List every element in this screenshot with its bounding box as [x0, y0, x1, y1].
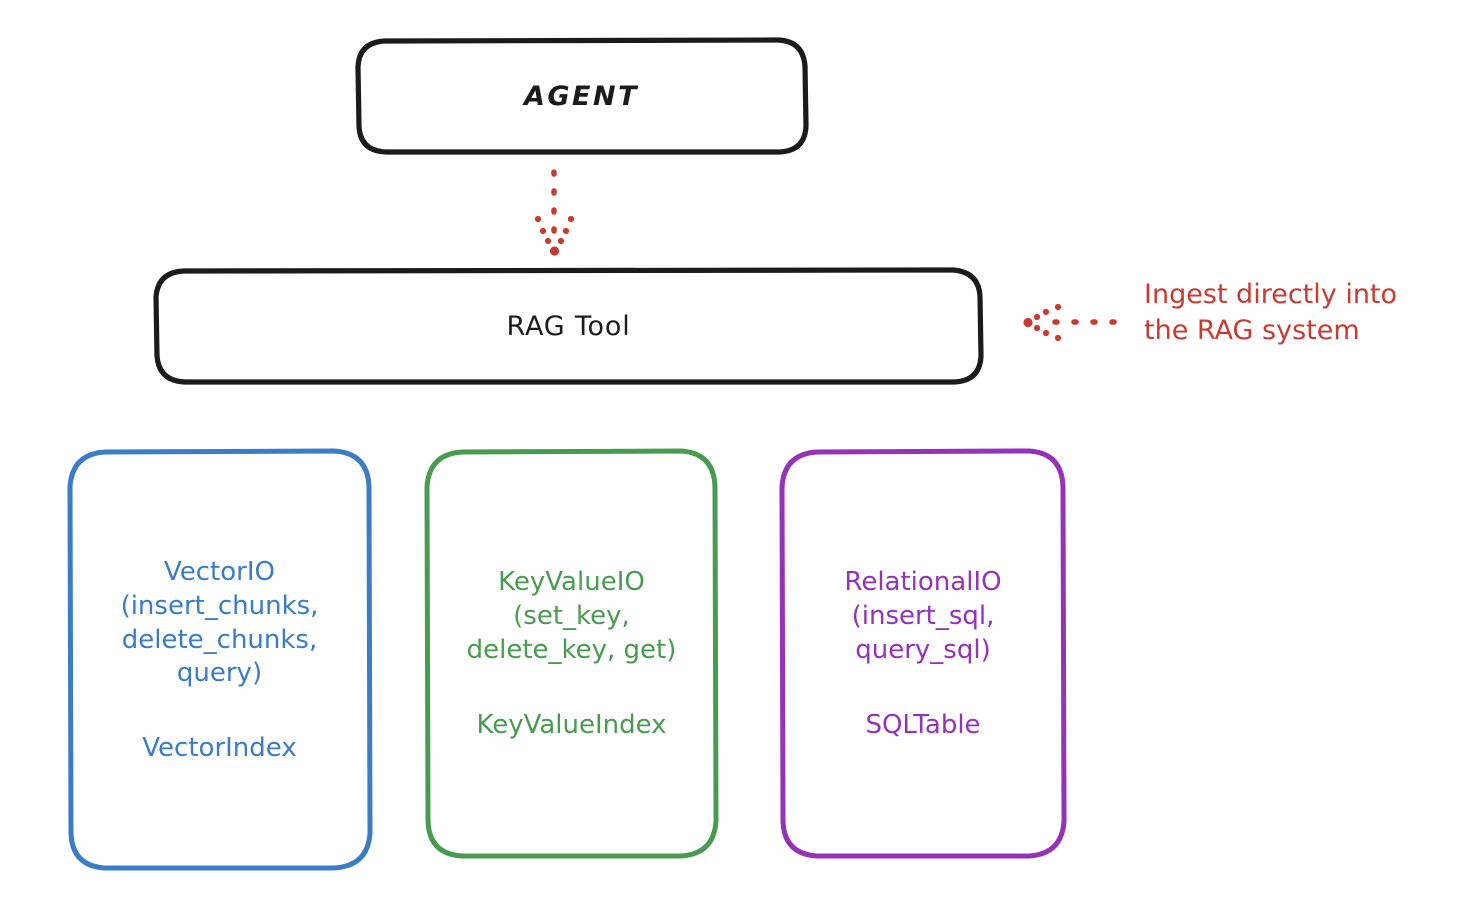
node-rag-tool[interactable]: RAG Tool — [156, 269, 981, 383]
node-agent-label: AGENT — [523, 80, 639, 112]
node-vectorio-content: VectorIO (insert_chunks, delete_chunks, … — [70, 556, 369, 763]
node-keyvalueio[interactable]: KeyValueIO (set_key, delete_key, get) Ke… — [427, 450, 716, 856]
node-vectorio[interactable]: VectorIO (insert_chunks, delete_chunks, … — [70, 450, 369, 869]
node-vectorio-api-label: VectorIO (insert_chunks, delete_chunks, … — [120, 556, 319, 689]
agent-to-rag-tool-connector — [534, 169, 575, 256]
node-relationalio-api-label: RelationalIO (insert_sql, query_sql) — [844, 567, 1002, 665]
node-keyvalueio-api-label: KeyValueIO (set_key, delete_key, get) — [466, 567, 677, 665]
ingest-to-rag-tool-connector — [1023, 303, 1131, 342]
node-relationalio-content: RelationalIO (insert_sql, query_sql) SQL… — [782, 566, 1064, 739]
node-agent-content: AGENT — [357, 81, 806, 112]
node-keyvalueio-index-label: KeyValueIndex — [476, 709, 667, 740]
node-vectorio-index-label: VectorIndex — [142, 733, 297, 764]
node-relationalio-index-label: SQLTable — [865, 709, 981, 740]
node-keyvalueio-content: KeyValueIO (set_key, delete_key, get) Ke… — [427, 566, 716, 739]
node-rag-tool-label: RAG Tool — [506, 310, 631, 342]
node-relationalio[interactable]: RelationalIO (insert_sql, query_sql) SQL… — [782, 450, 1064, 856]
node-agent[interactable]: AGENT — [357, 39, 806, 153]
annotation-ingest-directly: Ingest directly into the RAG system — [1144, 279, 1398, 346]
node-rag-tool-content: RAG Tool — [156, 311, 981, 342]
